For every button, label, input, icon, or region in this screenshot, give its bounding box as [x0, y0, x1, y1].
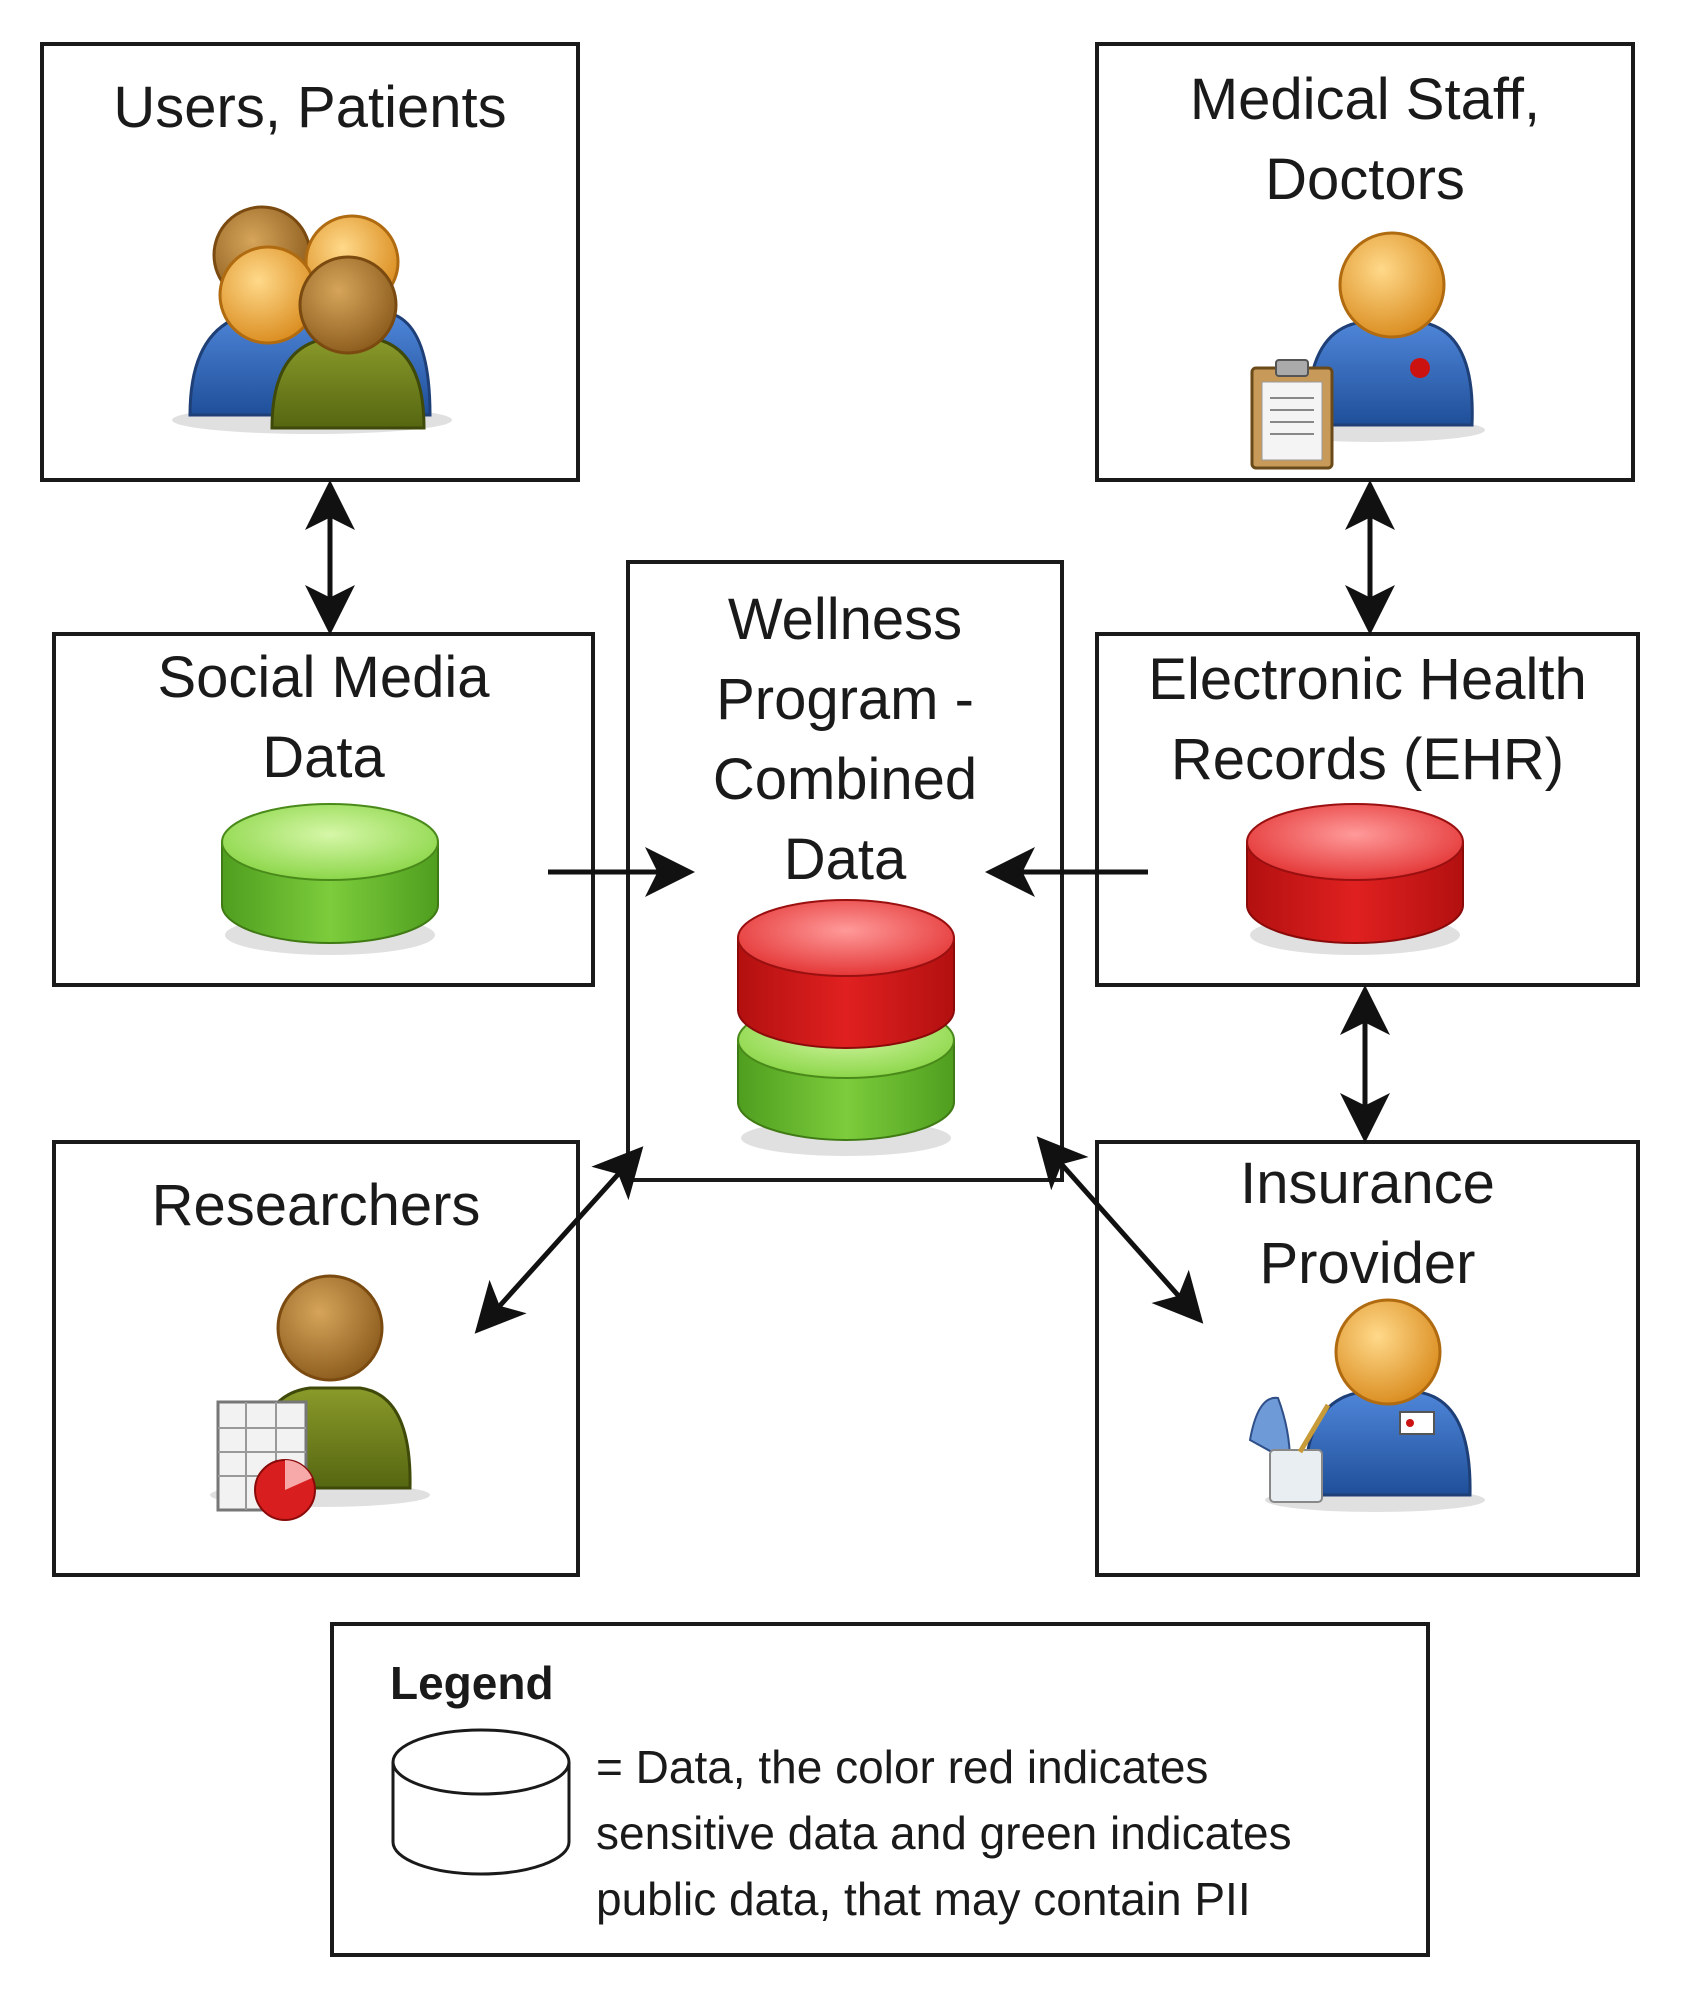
doctor-with-clipboard-icon [1250, 231, 1485, 470]
social-media-label: Social Media Data [56, 638, 591, 798]
social-label-line1: Social Media [157, 645, 490, 710]
arrow-wellness-insurance [1036, 1136, 1204, 1324]
combined-data-cylinder-icon [737, 899, 955, 1156]
researchers-label: Researchers [56, 1166, 576, 1246]
legend-text-line3: public data, that may contain PII [596, 1873, 1251, 1925]
wellness-label-line1: Wellness [727, 587, 963, 652]
legend-text-line1: = Data, the color red indicates [596, 1741, 1209, 1793]
wellness-label-line2: Program - [716, 667, 974, 732]
insurance-label: Insurance Provider [1099, 1144, 1636, 1304]
ehr-label-line2: Records (EHR) [1170, 727, 1565, 792]
social-label-line2: Data [262, 725, 385, 790]
arrows [305, 480, 1395, 1334]
medical-label-line2: Doctors [1265, 147, 1465, 212]
database-cylinder-icon [391, 1728, 571, 1876]
arrow-wellness-researchers [474, 1146, 644, 1334]
researchers-label-line1: Researchers [151, 1173, 481, 1238]
wellness-program-label: Wellness Program - Combined Data [630, 580, 1060, 900]
legend-text-line2: sensitive data and green indicates [596, 1807, 1292, 1859]
insurance-label-line2: Provider [1259, 1231, 1476, 1296]
legend-title: Legend [390, 1657, 554, 1709]
group-of-people-icon [172, 205, 452, 434]
wellness-label-line4: Data [783, 827, 907, 892]
ehr-label-line1: Electronic Health [1148, 647, 1587, 712]
users-label-line1: Users, Patients [113, 75, 507, 140]
agent-with-pen-icon [1248, 1298, 1485, 1512]
ehr-label: Electronic Health Records (EHR) [1099, 640, 1636, 800]
wellness-label-line3: Combined [712, 747, 978, 812]
insurance-label-line1: Insurance [1240, 1151, 1495, 1216]
researcher-with-chart-icon [210, 1274, 430, 1521]
users-patients-label: Users, Patients [44, 68, 576, 148]
medical-staff-label: Medical Staff, Doctors [1099, 60, 1631, 220]
medical-label-line1: Medical Staff, [1189, 67, 1541, 132]
ehr-data-cylinder-icon [1246, 803, 1464, 955]
social-media-data-cylinder-icon [221, 803, 439, 955]
